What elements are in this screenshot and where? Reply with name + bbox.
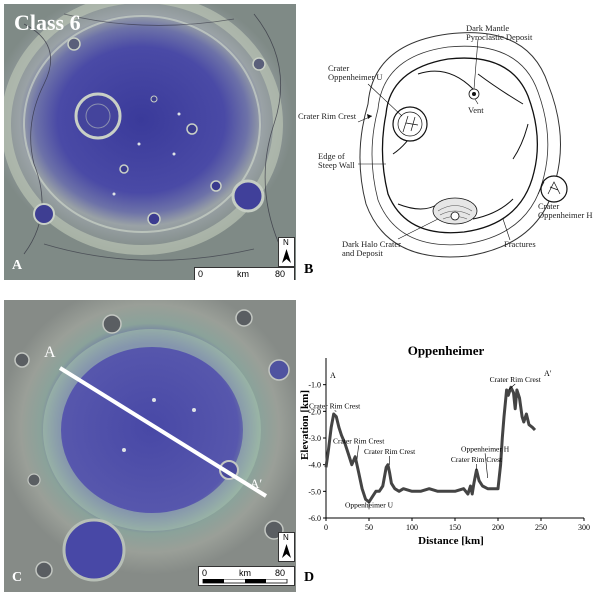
chart-xlabel: Distance [km]: [418, 535, 484, 547]
north-arrow-icon: [282, 249, 291, 263]
scale-bar-c: 0 km 80: [198, 566, 295, 586]
annotation-label: Oppenheimer H: [461, 444, 510, 453]
scale-ruler-c: [202, 579, 288, 584]
label-fractures: Fractures: [504, 239, 536, 249]
x-tick-label: 250: [535, 523, 547, 532]
label-oppenheimer-h: Crater Oppenheimer H: [538, 201, 593, 220]
north-arrow-a: N: [278, 237, 295, 267]
label-oppenheimer-u: Crater Oppenheimer U: [328, 63, 383, 82]
north-arrow-c: N: [278, 532, 295, 562]
north-arrow-icon: [282, 544, 291, 558]
panel-c-image: A A′ C N 0 km 80: [4, 300, 296, 592]
annotation-label: Crater Rim Crest: [309, 402, 361, 411]
scale-bar-a: 0 km 80: [194, 267, 295, 280]
label-dark-halo: Dark Halo Crater and Deposit: [342, 239, 402, 258]
chart-start-marker: A: [330, 371, 336, 380]
panel-d-chart: Oppenheimer Distance [km] Elevation [km]…: [298, 300, 598, 596]
scale-start-c: 0: [202, 568, 208, 578]
geologic-sketch: [357, 32, 568, 258]
y-tick-label: -1.0: [308, 381, 321, 390]
label-rim-crest: Crater Rim Crest: [298, 111, 357, 121]
scale-start-a: 0: [198, 269, 204, 279]
chart-end-marker: A′: [544, 369, 552, 378]
label-steep-wall: Edge of Steep Wall: [318, 151, 355, 170]
profile-line: [58, 366, 268, 498]
scale-unit-c: km: [239, 568, 251, 578]
y-tick-label: -2.0: [308, 407, 321, 416]
profile-start-label: A: [44, 344, 56, 361]
north-label-c: N: [283, 533, 289, 542]
scale-end-a: 80: [275, 269, 286, 279]
y-tick-label: -3.0: [308, 434, 321, 443]
scale-end-c: 80: [275, 568, 286, 578]
class-title: Class 6: [14, 10, 81, 35]
x-tick-label: 50: [365, 523, 373, 532]
annotation-label: Crater Rim Crest: [490, 375, 542, 384]
x-tick-label: 150: [449, 523, 461, 532]
elevation-profile-chart: Oppenheimer Distance [km] Elevation [km]…: [299, 343, 590, 547]
annotation-leader: [334, 410, 337, 412]
y-tick-label: -5.0: [308, 487, 321, 496]
x-tick-label: 0: [324, 523, 328, 532]
annotation-label: Crater Rim Crest: [451, 455, 503, 464]
panel-a-image: Class 6 A N 0 km 80: [4, 4, 296, 280]
annotation-leader: [356, 445, 359, 460]
north-label-a: N: [283, 238, 289, 247]
panel-a-label: A: [12, 258, 23, 273]
label-dark-mantle: Dark Mantle Pyroclastic Deposit: [466, 23, 533, 42]
annotation-leader: [484, 453, 488, 479]
x-tick-label: 200: [492, 523, 504, 532]
panel-b-label: B: [304, 262, 314, 277]
panel-b-diagram: Dark Mantle Pyroclastic Deposit Crater O…: [298, 4, 598, 284]
scale-unit-a: km: [237, 269, 249, 279]
annotation-label: Crater Rim Crest: [364, 447, 416, 456]
chart-ylabel: Elevation [km]: [299, 390, 311, 460]
x-tick-label: 100: [406, 523, 418, 532]
panel-d-label: D: [304, 570, 315, 585]
panel-c-terrain: [14, 309, 290, 582]
label-vent: Vent: [468, 105, 484, 115]
profile-end-label: A′: [250, 476, 263, 491]
panel-a-terrain: [4, 4, 283, 261]
annotation-leader: [508, 383, 516, 391]
chart-title: Oppenheimer: [408, 343, 485, 358]
elevation-series-line: [324, 385, 537, 504]
y-tick-label: -4.0: [308, 461, 321, 470]
panel-c-label: C: [12, 570, 23, 585]
x-tick-label: 300: [578, 523, 590, 532]
y-tick-label: -6.0: [308, 514, 321, 523]
annotation-label: Crater Rim Crest: [333, 436, 385, 445]
